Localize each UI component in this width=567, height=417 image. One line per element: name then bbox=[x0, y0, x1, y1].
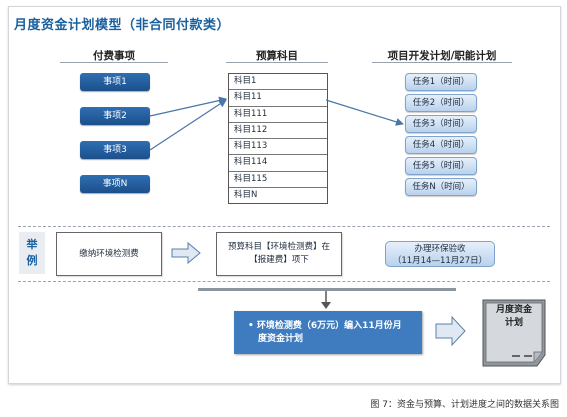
example-hollow-arrow bbox=[171, 241, 201, 265]
budget-subject-row: 科目N bbox=[229, 188, 327, 204]
task-4: 任务4（时间） bbox=[405, 136, 477, 154]
example-budget-box: 预算科目【环境检测费】在 【报建费】项下 bbox=[216, 232, 342, 276]
result-box: • 环境检测费（6万元）编入11月份月 度资金计划 bbox=[234, 311, 422, 354]
down-arrow-head bbox=[321, 302, 331, 309]
merge-bar bbox=[198, 288, 456, 291]
task-5: 任务5（时间） bbox=[405, 157, 477, 175]
budget-subject-row: 科目113 bbox=[229, 139, 327, 156]
column-header-payment: 付费事项 bbox=[93, 50, 135, 62]
budget-subject-row: 科目111 bbox=[229, 106, 327, 123]
column-header-plan: 项目开发计划/职能计划 bbox=[387, 50, 497, 62]
example-task-line2: （11月14—11月27日） bbox=[392, 256, 488, 266]
arrow-item2-to-subject11 bbox=[149, 96, 227, 117]
result-line1: • 环境检测费（6万元）编入11月份月 bbox=[248, 321, 402, 331]
payment-item-n: 事项N bbox=[80, 175, 150, 193]
separator-top bbox=[18, 226, 550, 227]
diagram-title: 月度资金计划模型（非合同付款类） bbox=[14, 18, 231, 33]
example-label-line2: 例 bbox=[26, 254, 38, 267]
separator-bottom bbox=[18, 281, 550, 282]
column-header-budget: 预算科目 bbox=[256, 50, 298, 62]
task-n: 任务N（时间） bbox=[405, 178, 477, 196]
task-3: 任务3（时间） bbox=[405, 115, 477, 133]
example-task-box: 办理环保验收 （11月14—11月27日） bbox=[385, 241, 495, 267]
task-2: 任务2（时间） bbox=[405, 94, 477, 112]
example-task-line1: 办理环保验收 bbox=[414, 244, 466, 254]
monthly-plan-document-icon bbox=[482, 299, 546, 367]
budget-subject-row: 科目115 bbox=[229, 171, 327, 189]
arrow-item3-to-subject11 bbox=[149, 99, 227, 151]
column-underline-plan bbox=[372, 62, 512, 63]
example-budget-line1: 预算科目【环境检测费】在 bbox=[227, 242, 330, 252]
doc-line2: 计划 bbox=[504, 318, 523, 328]
example-label: 举 例 bbox=[19, 232, 45, 274]
figure-caption: 图 7：资金与预算、计划进度之间的数据关系图 bbox=[370, 400, 559, 410]
arrow-subject11-to-task3 bbox=[325, 99, 404, 126]
column-underline-payment bbox=[60, 62, 168, 63]
example-payment-box: 缴纳环境检测费 bbox=[56, 232, 162, 276]
budget-subject-table: 科目1 科目11 科目111 科目112 科目113 科目114 科目115 科… bbox=[228, 73, 328, 205]
example-payment-text: 缴纳环境检测费 bbox=[79, 248, 139, 259]
budget-subject-row: 科目114 bbox=[229, 155, 327, 172]
payment-item-2: 事项2 bbox=[80, 107, 150, 125]
budget-subject-row: 科目1 bbox=[229, 74, 327, 91]
budget-subject-row: 科目112 bbox=[229, 122, 327, 140]
result-line2: 度资金计划 bbox=[258, 334, 304, 344]
column-underline-budget bbox=[226, 62, 328, 63]
example-label-line1: 举 bbox=[26, 238, 38, 251]
budget-subject-row: 科目11 bbox=[229, 90, 327, 107]
task-1: 任务1（时间） bbox=[405, 73, 477, 91]
payment-item-3: 事项3 bbox=[80, 141, 150, 159]
doc-line1: 月度资金 bbox=[495, 305, 532, 315]
result-hollow-arrow bbox=[435, 315, 466, 347]
monthly-plan-document-label: 月度资金 计划 bbox=[490, 304, 538, 330]
example-budget-line2: 【报建费】项下 bbox=[249, 255, 309, 265]
payment-item-1: 事项1 bbox=[80, 73, 150, 91]
